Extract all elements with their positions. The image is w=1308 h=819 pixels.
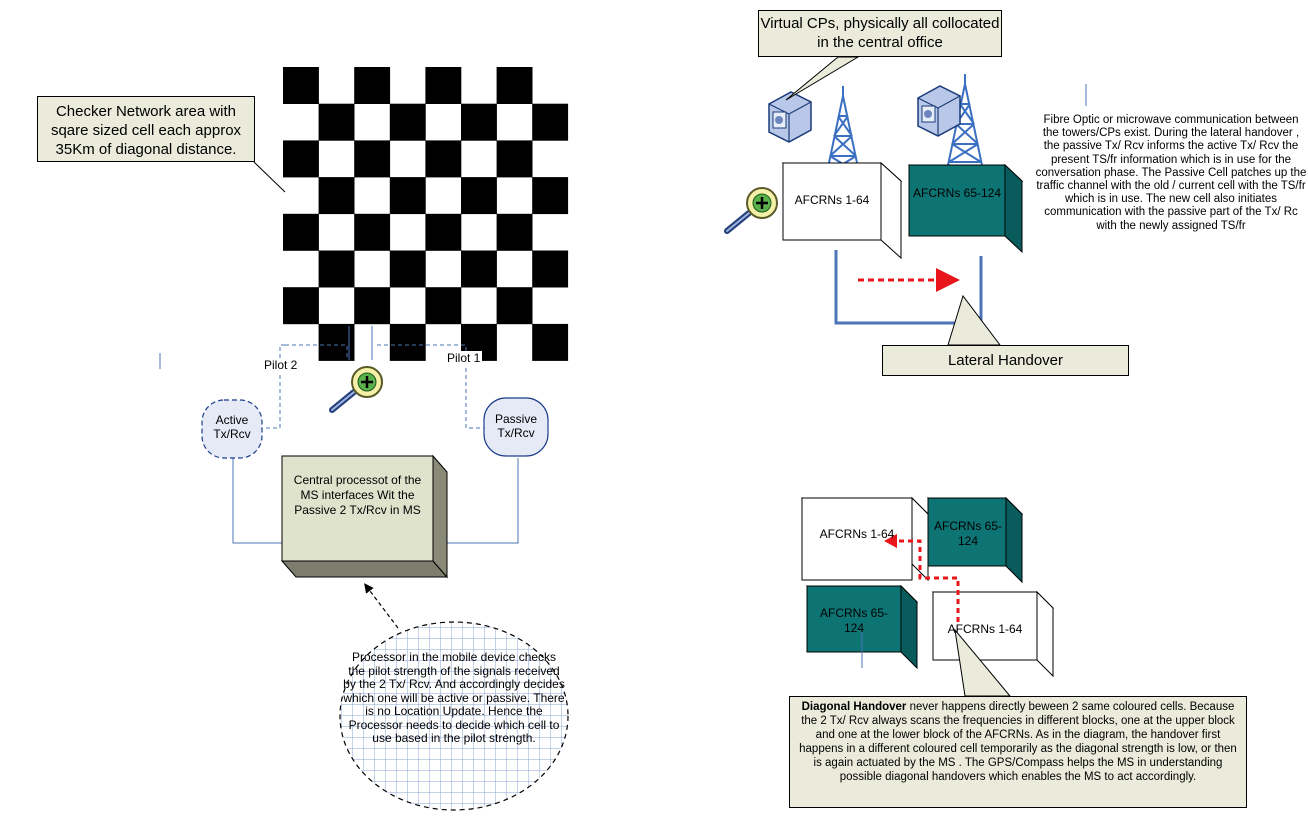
active-txrcv-node <box>201 399 263 459</box>
diag-top-right-label: AFCRNs 65-124 <box>933 519 1002 548</box>
central-processor-box <box>280 454 449 579</box>
checker-cell <box>389 250 426 288</box>
lateral-link <box>834 250 983 325</box>
checker-cell <box>389 103 426 141</box>
checker-cell <box>425 67 462 104</box>
pilot-links <box>262 344 484 429</box>
checker-cell <box>318 103 355 141</box>
diagonal-handover-text: never happens directly beween 2 same col… <box>799 701 1237 783</box>
diag-bottom-right-label: AFCRNs 1-64 <box>947 622 1023 636</box>
checker-cell <box>461 103 497 141</box>
checker-cell <box>389 177 426 215</box>
checker-cell <box>318 250 355 288</box>
checker-cell <box>461 250 497 288</box>
checker-cell <box>354 213 391 251</box>
checker-cell <box>354 67 391 104</box>
pilot-1-label: Pilot 1 <box>445 351 483 365</box>
checker-network-callout: Checker Network area with sqare sized ce… <box>37 96 255 162</box>
active-txrcv-label: Active Tx/Rcv <box>213 413 251 441</box>
processor-note-ellipse <box>339 621 569 811</box>
diag-bottom-left-label: AFCRNs 65-124 <box>819 606 888 635</box>
virtual-cp-pointer <box>785 56 860 101</box>
checker-cell <box>389 323 426 361</box>
checker-cell <box>425 140 462 178</box>
checker-cell <box>425 213 462 251</box>
checker-cell <box>283 140 319 178</box>
note-arrow <box>364 583 399 629</box>
ms-connections <box>232 452 519 544</box>
checker-cell <box>354 287 391 325</box>
lateral-block-teal <box>907 163 1024 254</box>
checker-cell <box>496 67 533 104</box>
lateral-block-teal-label: AFCRNs 65-124 <box>912 186 1002 200</box>
diag-block-bottom-right <box>931 590 1055 678</box>
magnifier-plus-icon <box>332 367 382 410</box>
passive-txrcv-label: Passive Tx/Rcv <box>494 412 538 440</box>
checker-cell <box>532 103 569 141</box>
diag-block-bottom-left <box>805 584 919 670</box>
checker-cell <box>496 287 533 325</box>
checker-cell <box>532 177 569 215</box>
callout-pointer <box>253 161 286 193</box>
diag-top-left-label: AFCRNs 1-64 <box>819 527 895 541</box>
checker-cell <box>283 67 319 104</box>
diag-block-top-left <box>800 496 930 582</box>
checker-network-board <box>283 67 569 361</box>
lateral-handover-callout: Lateral Handover <box>882 345 1129 376</box>
diagonal-handover-callout: Diagonal Handover never happens directly… <box>789 696 1247 808</box>
magnifier-plus-icon <box>727 188 777 231</box>
diagonal-handover-arrow <box>884 534 960 622</box>
checker-cell <box>318 177 355 215</box>
diag-block-top-right <box>926 496 1024 584</box>
passive-txrcv-node <box>483 397 549 457</box>
checker-cell <box>496 213 533 251</box>
lateral-description: Fibre Optic or microwave communication b… <box>1035 114 1307 232</box>
lateral-block-white <box>781 161 903 260</box>
checker-cell <box>496 140 533 178</box>
virtual-cp-callout: Virtual CPs, physically all collocated i… <box>758 10 1002 57</box>
checker-cell <box>283 287 319 325</box>
checker-cell <box>461 177 497 215</box>
lateral-callout-pointer <box>947 294 1002 346</box>
equipment-cabinet-icon <box>768 91 812 143</box>
processor-note-text: Processor in the mobile device checks th… <box>343 650 565 745</box>
equipment-cabinet-icon <box>917 85 961 137</box>
lateral-block-white-label: AFCRNs 1-64 <box>794 193 870 207</box>
checker-cell <box>283 213 319 251</box>
checker-cell <box>354 140 391 178</box>
checker-cell <box>532 250 569 288</box>
central-processor-text: Central processot of the MS interfaces W… <box>293 473 422 517</box>
diagonal-handover-title: Diagonal Handover <box>801 701 907 713</box>
pilot-2-label: Pilot 2 <box>262 358 300 372</box>
pilot-vertical-lines <box>159 326 373 369</box>
checker-cell <box>532 323 569 361</box>
checker-cell <box>425 287 462 325</box>
